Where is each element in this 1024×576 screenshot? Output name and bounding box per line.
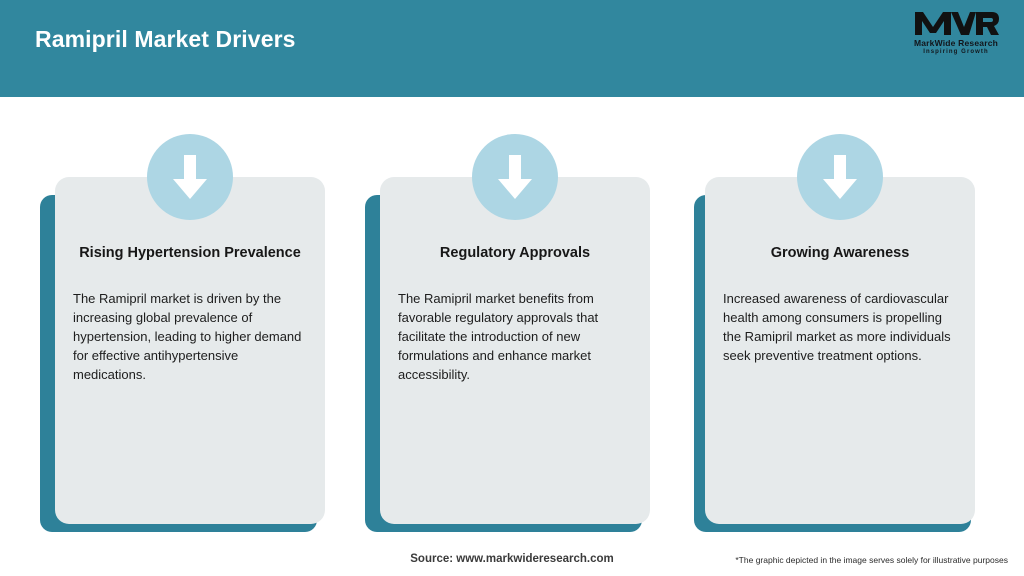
card-body: The Ramipril market benefits from favora… [398,291,599,382]
card-surface: Rising Hypertension Prevalence The Ramip… [55,134,325,524]
arrow-down-glyph [823,155,857,199]
driver-cards-row: Rising Hypertension Prevalence The Ramip… [0,97,1024,537]
card-title: Growing Awareness [770,245,910,261]
card-surface: Growing Awareness Increased awareness of… [705,134,975,524]
arrow-down-icon [472,134,558,220]
logo-tagline: Inspiring Growth [923,49,989,55]
disclaimer-text: *The graphic depicted in the image serve… [735,555,1008,565]
brand-logo: MarkWide Research Inspiring Growth [902,10,1010,58]
driver-card-2[interactable]: Regulatory Approvals The Ramipril market… [365,134,650,532]
mwr-logo-icon [915,12,999,35]
header-bar [0,0,1024,97]
driver-card-3[interactable]: Growing Awareness Increased awareness of… [690,134,975,532]
page-title: Ramipril Market Drivers [35,26,296,52]
card-surface: Regulatory Approvals The Ramipril market… [380,134,650,524]
logo-company-name: MarkWide Research [913,38,999,48]
card-title: Rising Hypertension Prevalence [79,245,301,261]
card-title: Regulatory Approvals [439,245,591,261]
arrow-down-icon [797,134,883,220]
arrow-down-glyph [498,155,532,199]
driver-card-1[interactable]: Rising Hypertension Prevalence The Ramip… [40,134,325,532]
arrow-down-glyph [173,155,207,199]
card-body: The Ramipril market is driven by the inc… [73,291,302,382]
arrow-down-icon [147,134,233,220]
card-body: Increased awareness of cardiovascular he… [723,291,951,363]
source-label: Source: www.markwideresearch.com [410,553,614,565]
